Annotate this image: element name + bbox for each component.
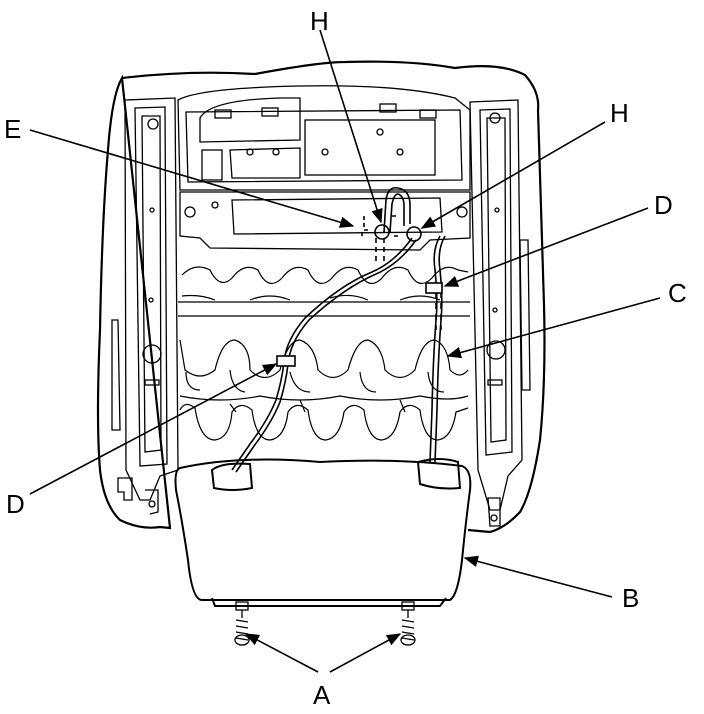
left-frame-rail	[111, 97, 179, 515]
wire-harness	[231, 186, 446, 473]
callout-b: B	[622, 583, 639, 613]
connector-e	[361, 215, 422, 242]
pad-clips	[234, 601, 416, 646]
callout-d-upper: D	[654, 190, 673, 220]
harness-clip-lower	[276, 355, 296, 367]
upper-frame-panel	[177, 85, 471, 191]
callout-e: E	[4, 114, 21, 144]
seat-back-outline	[96, 60, 546, 534]
harness-clip-upper	[425, 282, 443, 294]
right-frame-rail	[469, 99, 531, 527]
callout-d-lower: D	[6, 489, 25, 519]
callout-h-left: H	[310, 6, 329, 36]
seat-spring-middle	[179, 339, 469, 393]
leader-lines	[29, 29, 661, 673]
cross-member	[178, 191, 471, 317]
seat-spring-lower	[179, 395, 469, 441]
callout-a: A	[313, 680, 331, 710]
lumbar-pad	[174, 458, 472, 607]
callout-h-right: H	[610, 98, 629, 128]
seat-spring-upper	[181, 266, 469, 301]
callout-c: C	[668, 278, 687, 308]
